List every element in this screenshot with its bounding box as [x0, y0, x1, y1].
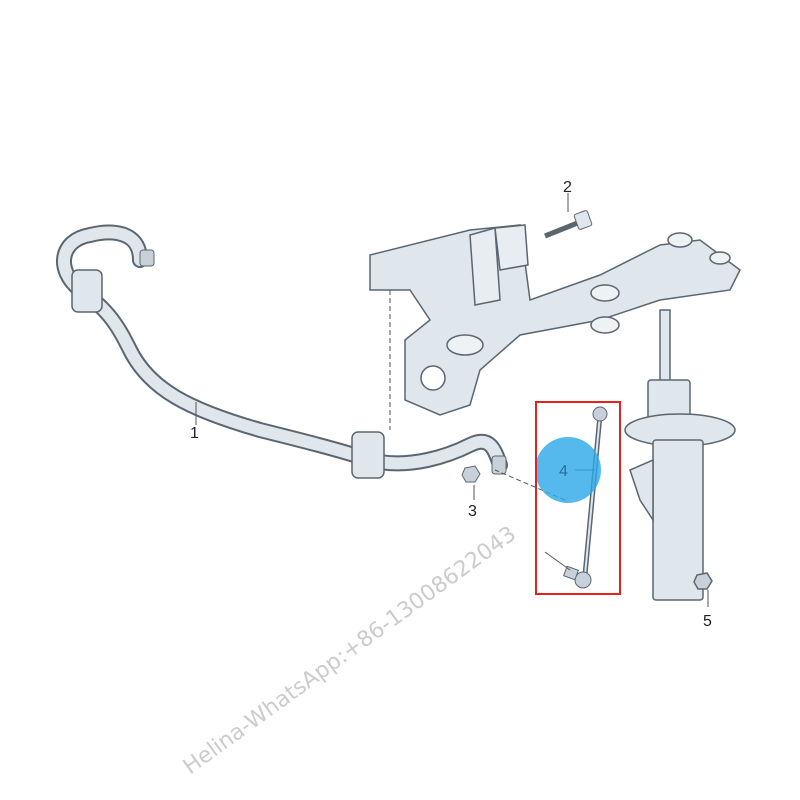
callout-1[interactable]: 1: [190, 425, 199, 442]
coupling-rod: [563, 406, 608, 589]
callout-5[interactable]: 5: [703, 613, 712, 630]
highlight-box: [535, 401, 621, 595]
bolt: [544, 210, 593, 239]
callout-4[interactable]: 4: [559, 463, 568, 480]
watermark: Helina-WhatsApp:+86-13008622043: [179, 522, 521, 780]
subframe: [369, 224, 741, 416]
callout-3[interactable]: 3: [468, 503, 477, 520]
callout-2[interactable]: 2: [563, 179, 572, 196]
nut-3: [461, 465, 481, 483]
marker-circle: [535, 437, 601, 503]
strut: [624, 309, 736, 601]
stabilizer-bar: [56, 224, 508, 479]
